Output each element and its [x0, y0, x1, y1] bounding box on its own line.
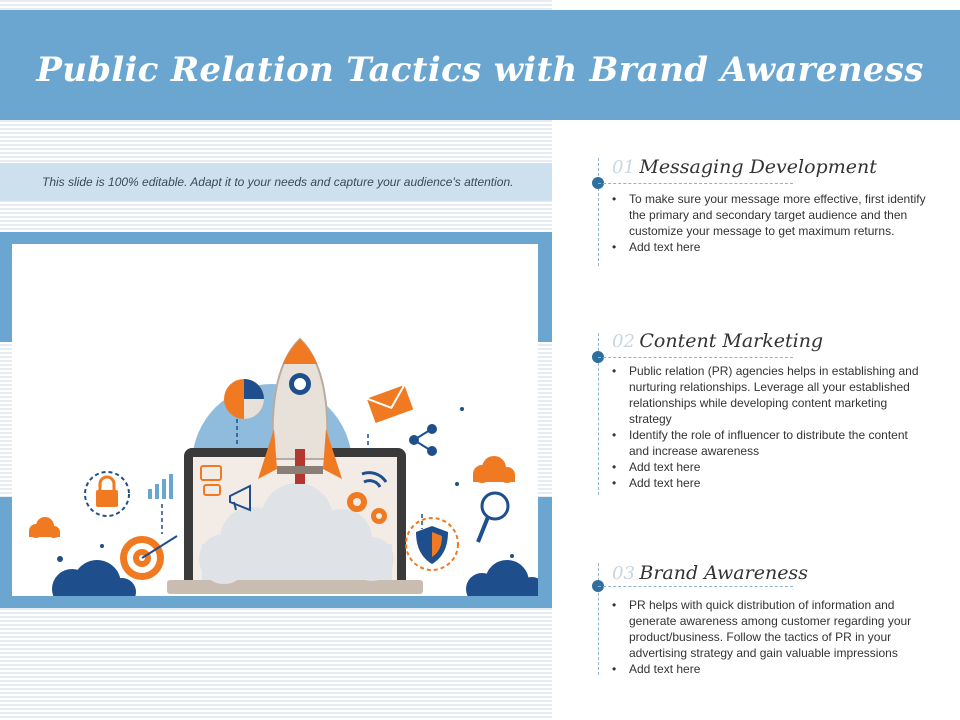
- section-heading-3: 03 Brand Awareness: [612, 562, 808, 584]
- section-title-2: Content Marketing: [639, 330, 824, 352]
- shield-icon: [405, 517, 459, 571]
- smoke-cloud: [199, 483, 394, 584]
- padlock-icon: [84, 471, 130, 517]
- section-title-1: Messaging Development: [639, 156, 877, 178]
- rocket-icon: [258, 337, 342, 484]
- timeline-line-3: [598, 563, 599, 675]
- bullet-item: Add text here: [612, 475, 930, 491]
- header-banner: Public Relation Tactics with Brand Aware…: [0, 10, 960, 120]
- upload-cloud-icon: [29, 517, 60, 538]
- dashed-connectors: [161, 419, 423, 534]
- sparkles: [57, 407, 514, 562]
- section-number-2: 02: [612, 331, 635, 352]
- section-bullets-2: Public relation (PR) agencies helps in e…: [612, 363, 930, 491]
- bottom-clouds: [52, 560, 538, 596]
- pie-chart-icon: [224, 379, 264, 419]
- envelope-icon: [366, 384, 414, 424]
- bullet-item: PR helps with quick distribution of info…: [612, 597, 930, 661]
- section-bullets-3: PR helps with quick distribution of info…: [612, 597, 930, 677]
- timeline-hline-1: [598, 183, 793, 184]
- rocket-launch-illustration: [29, 337, 538, 596]
- share-icon: [409, 424, 437, 456]
- bullet-item: Add text here: [612, 661, 930, 677]
- cloud-icon: [473, 456, 515, 483]
- illustration-panel: [12, 244, 538, 596]
- timeline-hline-3: [598, 586, 793, 587]
- bullet-item: Add text here: [612, 459, 930, 475]
- bullet-item: Public relation (PR) agencies helps in e…: [612, 363, 930, 427]
- editable-note-text: This slide is 100% editable. Adapt it to…: [42, 175, 514, 189]
- bullet-item: To make sure your message more effective…: [612, 191, 930, 239]
- megaphone-icon: [229, 484, 251, 512]
- bullet-item: Add text here: [612, 239, 930, 255]
- section-bullets-1: To make sure your message more effective…: [612, 191, 930, 255]
- timeline-line-2: [598, 333, 599, 495]
- timeline-line-1: [598, 158, 599, 266]
- section-heading-1: 01 Messaging Development: [612, 156, 877, 178]
- gear-icon: [347, 492, 387, 524]
- section-title-3: Brand Awareness: [639, 562, 808, 584]
- bullet-item: Identify the role of influencer to distr…: [612, 427, 930, 459]
- target-icon: [120, 535, 178, 580]
- bar-chart-icon: [148, 474, 173, 499]
- section-number-1: 01: [612, 157, 635, 178]
- section-heading-2: 02 Content Marketing: [612, 330, 823, 352]
- magnifier-icon: [476, 491, 510, 543]
- page-title: Public Relation Tactics with Brand Aware…: [36, 50, 924, 90]
- section-number-3: 03: [612, 563, 635, 584]
- timeline-hline-2: [598, 357, 793, 358]
- wifi-icon: [361, 471, 388, 488]
- chat-icon: [200, 465, 222, 496]
- editable-note-bar: This slide is 100% editable. Adapt it to…: [0, 163, 552, 201]
